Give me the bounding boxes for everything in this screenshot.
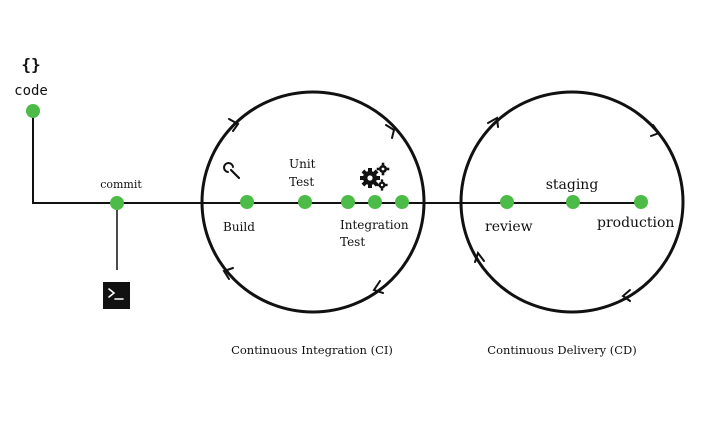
build-node[interactable]: [240, 195, 254, 209]
unit-test-label-line1: Unit: [289, 157, 316, 171]
production-label: production: [597, 215, 674, 231]
arrowhead-icon: [228, 118, 240, 132]
arrowhead-icon: [222, 267, 234, 280]
arrowhead-icon: [372, 280, 384, 294]
review-node[interactable]: [500, 195, 514, 209]
gears-icon: [360, 162, 390, 191]
build-label: Build: [223, 220, 255, 234]
arrowhead-icon: [621, 289, 631, 302]
integration-node-3[interactable]: [395, 195, 409, 209]
review-label: review: [485, 219, 533, 235]
unit-test-node[interactable]: [298, 195, 312, 209]
wrench-icon: [223, 162, 241, 180]
cd-caption: Continuous Delivery (CD): [487, 343, 636, 357]
production-node[interactable]: [634, 195, 648, 209]
integration-test-label-line2: Test: [340, 235, 365, 249]
ci-arrowheads: [222, 118, 396, 294]
code-label: code: [14, 83, 48, 99]
ci-loop-circle: [200, 90, 426, 314]
arrowhead-icon: [474, 250, 485, 263]
integration-test-label-line1: Integration: [340, 218, 409, 232]
code-node[interactable]: [26, 104, 40, 118]
integration-node-2[interactable]: [368, 195, 382, 209]
cd-loop-circle: [459, 90, 685, 314]
commit-label: commit: [100, 178, 142, 191]
ci-caption: Continuous Integration (CI): [231, 343, 393, 357]
staging-node[interactable]: [566, 195, 580, 209]
arrowhead-icon: [487, 116, 499, 128]
curly-braces-icon: {}: [21, 55, 40, 74]
integration-node-1[interactable]: [341, 195, 355, 209]
commit-node[interactable]: [110, 196, 124, 210]
arrowhead-icon: [385, 124, 396, 139]
staging-label: staging: [546, 177, 599, 193]
terminal-icon: [103, 282, 130, 309]
pipeline-nodes: [26, 104, 648, 210]
arrowhead-icon: [650, 124, 661, 137]
unit-test-label-line2: Test: [289, 175, 314, 189]
cd-arrowheads: [474, 116, 661, 302]
code-to-commit-line: [32, 111, 117, 204]
